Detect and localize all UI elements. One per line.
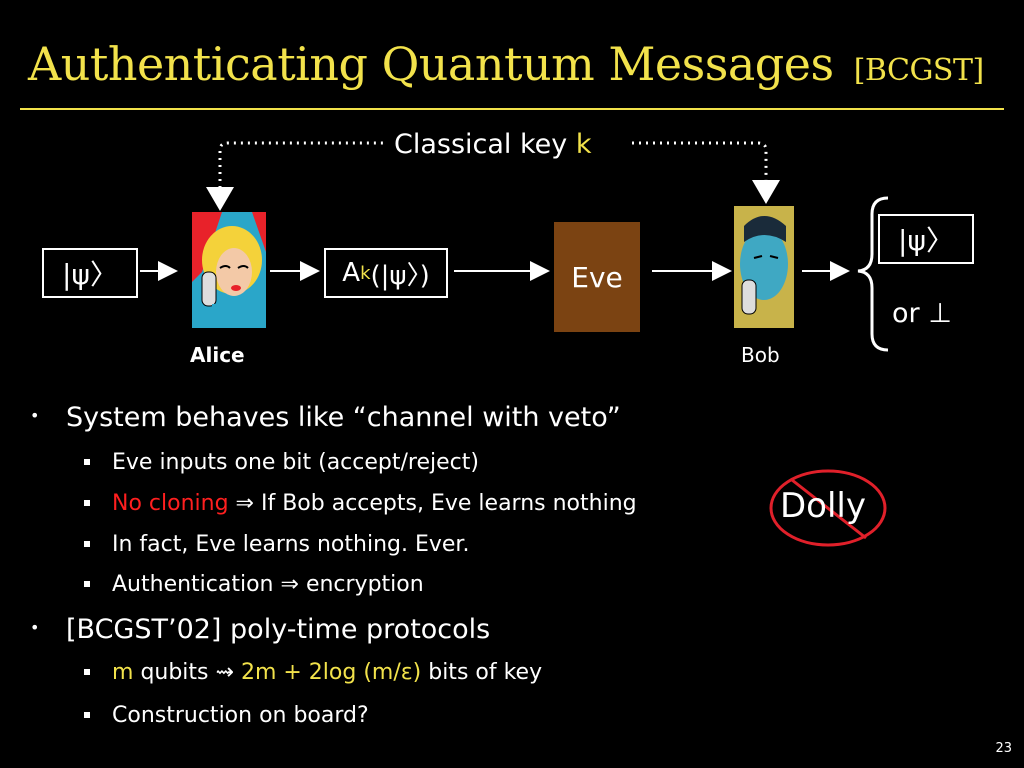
- sub-bullet-text: encryption: [305, 572, 424, 597]
- key-line-left: [218, 141, 386, 188]
- m-variable: m: [112, 660, 134, 685]
- output-state-box: |ψ〉: [878, 214, 974, 264]
- key-symbol: k: [575, 129, 592, 160]
- sub-bullet-no-cloning: No cloning ⇒ If Bob accepts, Eve learns …: [84, 491, 637, 516]
- key-arrowhead-alice: [206, 187, 234, 211]
- key-arrowhead-bob: [752, 180, 780, 204]
- bullet-square: [84, 581, 90, 587]
- encoded-prefix: A: [342, 258, 361, 288]
- bullet-text: [BCGST’02] poly-time protocols: [66, 614, 491, 645]
- input-state-box: |ψ〉: [42, 248, 138, 298]
- bullet-channel-with-veto: • System behaves like “channel with veto…: [30, 402, 621, 433]
- sub-bullet-learns-nothing: In fact, Eve learns nothing. Ever.: [84, 532, 470, 557]
- protocol-diagram: [140, 141, 889, 352]
- sub-bullet-text: Authentication: [112, 572, 274, 597]
- encoded-subscript: k: [360, 262, 371, 284]
- dolly-crossed-out: Dolly: [768, 468, 888, 548]
- sub-bullet-text: In fact, Eve learns nothing. Ever.: [112, 532, 470, 557]
- dolly-text: Dolly: [780, 486, 866, 526]
- key-label-text: Classical key: [394, 129, 568, 160]
- sub-bullet-authentication: Authentication ⇒ encryption: [84, 572, 424, 597]
- bob-label: Bob: [741, 343, 780, 367]
- sub-bullet-text: bits of key: [428, 660, 543, 685]
- squiggle-arrow: ⇝: [215, 660, 234, 685]
- eve-box: Eve: [554, 222, 640, 332]
- title-text: Authenticating Quantum Messages: [28, 37, 834, 91]
- title-citation: [BCGST]: [853, 53, 985, 88]
- bullet-square: [84, 500, 90, 506]
- no-cloning-text: No cloning: [112, 491, 229, 516]
- bullet-dot: •: [30, 618, 40, 637]
- input-state-text: |ψ〉: [62, 258, 118, 291]
- eve-label: Eve: [571, 260, 623, 294]
- encoded-state-text: (|ψ〉): [370, 260, 430, 291]
- alice-label: Alice: [190, 343, 245, 367]
- bullet-square: [84, 669, 90, 675]
- bullet-square: [84, 712, 90, 718]
- key-line-right: [632, 141, 768, 188]
- sub-bullet-construction: Construction on board?: [84, 703, 369, 728]
- sub-bullet-text: If Bob accepts, Eve learns nothing: [260, 491, 637, 516]
- bullet-square: [84, 459, 90, 465]
- title-underline: [20, 108, 1004, 110]
- page-number: 23: [995, 741, 1012, 756]
- slide-title: Authenticating Quantum Messages [BCGST]: [28, 36, 984, 99]
- bullet-text: System behaves like “channel with veto”: [66, 402, 621, 433]
- sub-bullet-text: Construction on board?: [112, 703, 369, 728]
- sub-bullet-text: Eve inputs one bit (accept/reject): [112, 450, 479, 475]
- output-state-text: |ψ〉: [898, 224, 954, 257]
- implies-arrow: ⇒: [235, 491, 254, 516]
- bullet-dot: •: [30, 406, 40, 425]
- alice-image: [192, 212, 266, 328]
- sub-bullet-text: qubits: [140, 660, 209, 685]
- bullet-poly-time: • [BCGST’02] poly-time protocols: [30, 614, 491, 645]
- classical-key-label: Classical key k: [394, 129, 592, 160]
- bob-image: [734, 206, 794, 328]
- prohibition-sign: [769, 469, 887, 547]
- output-reject: or ⊥: [892, 298, 952, 329]
- sub-bullet-eve-inputs: Eve inputs one bit (accept/reject): [84, 450, 479, 475]
- bullet-square: [84, 541, 90, 547]
- output-brace: [857, 196, 889, 352]
- key-length-formula: 2m + 2log (m/ε): [240, 660, 422, 685]
- implies-arrow: ⇒: [280, 572, 299, 597]
- sub-bullet-key-length: m qubits ⇝ 2m + 2log (m/ε) bits of key: [84, 660, 543, 685]
